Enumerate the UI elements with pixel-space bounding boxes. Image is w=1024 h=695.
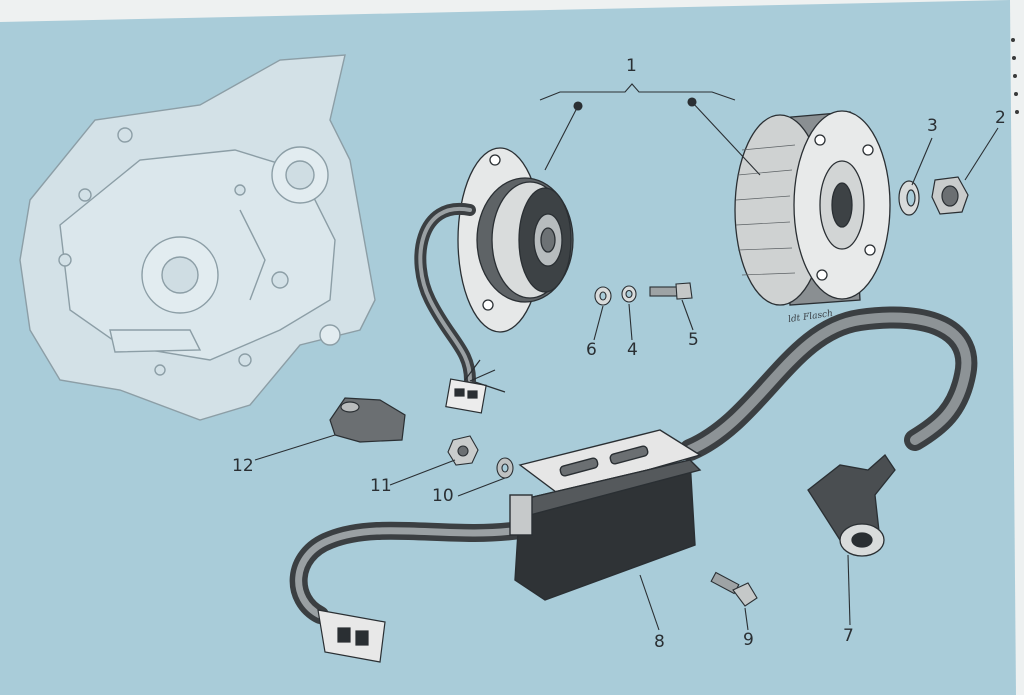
nut-11 bbox=[447, 435, 479, 466]
lv-connector bbox=[317, 609, 386, 663]
label-1: 1 bbox=[626, 56, 637, 76]
washer-4 bbox=[621, 285, 637, 303]
washer-6 bbox=[594, 286, 612, 306]
label-3: 3 bbox=[927, 116, 938, 136]
label-12: 12 bbox=[232, 456, 254, 476]
label-10: 10 bbox=[432, 486, 454, 506]
label-6: 6 bbox=[586, 340, 597, 360]
label-8: 8 bbox=[654, 632, 665, 652]
label-4: 4 bbox=[627, 340, 638, 360]
washer-10 bbox=[496, 457, 514, 479]
engine-case-ghost bbox=[19, 54, 376, 421]
label-2: 2 bbox=[995, 108, 1006, 128]
stator-connector bbox=[445, 359, 506, 414]
rubber-cap-part bbox=[329, 397, 406, 443]
stator-part bbox=[457, 147, 574, 333]
label-5: 5 bbox=[688, 330, 699, 350]
label-7: 7 bbox=[843, 626, 854, 646]
bolt-9 bbox=[710, 571, 758, 607]
flywheel-part bbox=[734, 110, 891, 306]
leader-lines bbox=[254, 83, 999, 631]
label-9: 9 bbox=[743, 630, 754, 650]
nut-2 bbox=[931, 176, 969, 215]
lock-washer-3 bbox=[898, 180, 920, 216]
spark-plug-cap-part bbox=[807, 454, 896, 557]
screw-5 bbox=[649, 282, 693, 300]
label-11: 11 bbox=[370, 476, 392, 496]
ignition-coil-part bbox=[509, 429, 702, 601]
